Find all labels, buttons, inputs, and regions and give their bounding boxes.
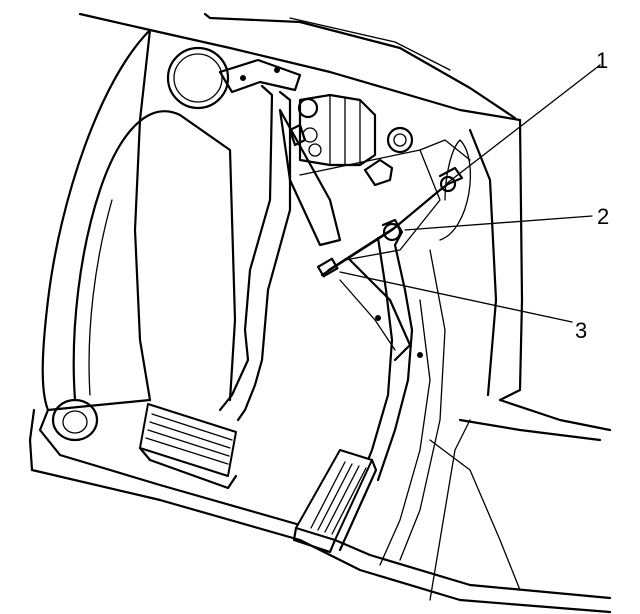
- brake-booster: [288, 93, 377, 167]
- speaker-opening: [166, 46, 230, 110]
- brake-pedal-arm: [218, 58, 302, 422]
- leader-line-2: [404, 215, 593, 231]
- callout-leaders: [339, 64, 601, 323]
- callout-1: 1: [596, 48, 608, 73]
- dash-fastener: [363, 126, 414, 187]
- accelerator-pedal-pad: [292, 449, 378, 554]
- brake-pedal-pad: [138, 403, 238, 490]
- callout-2: 2: [597, 204, 609, 229]
- leader-line-3: [339, 271, 573, 323]
- floor-panel: [28, 398, 612, 614]
- cruise-control-cable: [316, 166, 464, 278]
- firewall-panel: [41, 12, 524, 412]
- leader-line-1: [445, 64, 601, 185]
- inner-kick-panel: [72, 110, 237, 402]
- pedal-bracket: [278, 108, 471, 362]
- floor-stud: [51, 398, 99, 442]
- callout-3: 3: [575, 318, 587, 343]
